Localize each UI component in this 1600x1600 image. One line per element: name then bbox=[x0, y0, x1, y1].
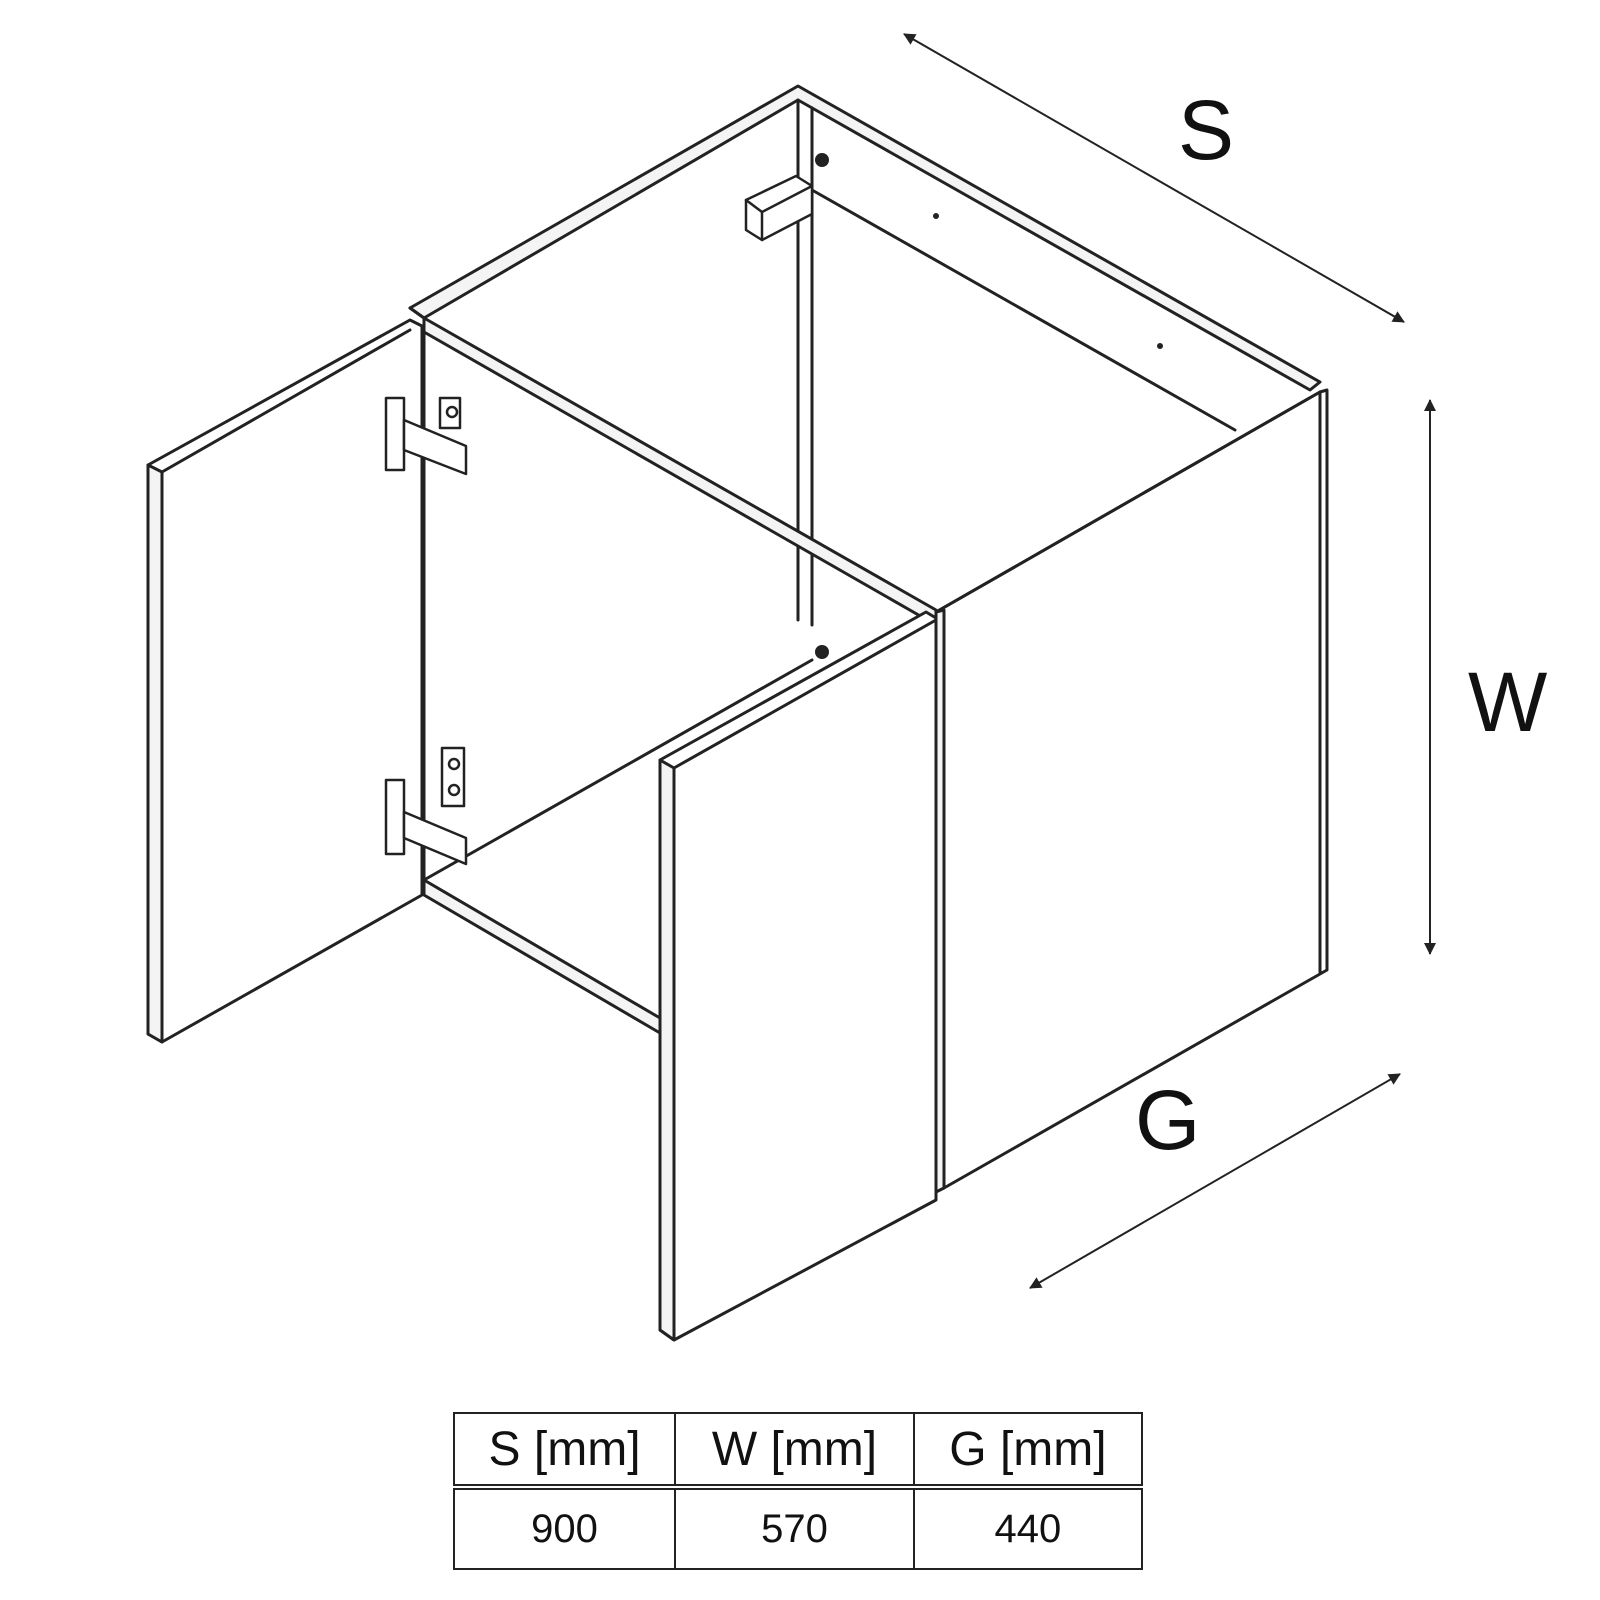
depth-dimension-arrow bbox=[903, 33, 1405, 323]
table-header-g: G [mm] bbox=[912, 1412, 1144, 1490]
table-cell-s: 900 bbox=[452, 1486, 677, 1570]
table-header-s: S [mm] bbox=[452, 1412, 677, 1490]
cabinet-left-door bbox=[146, 318, 424, 1044]
width-label: G bbox=[1135, 1073, 1201, 1167]
cabinet-drawing bbox=[146, 33, 1436, 1342]
cabinet-right-door bbox=[658, 610, 938, 1342]
table-cell-g: 440 bbox=[912, 1486, 1144, 1570]
table-row: 900 570 440 bbox=[452, 1486, 1144, 1570]
upper-hinge bbox=[384, 396, 468, 476]
cabinet-right-side-panel bbox=[934, 388, 1329, 1194]
width-dimension-arrow bbox=[1029, 1073, 1401, 1289]
dimensions-table: S [mm] W [mm] G [mm] 900 570 440 bbox=[452, 1412, 1144, 1570]
wall-mount-bracket bbox=[744, 174, 814, 242]
table-header-row: S [mm] W [mm] G [mm] bbox=[452, 1412, 1144, 1490]
height-label: W bbox=[1468, 655, 1548, 749]
table-cell-w: 570 bbox=[674, 1486, 915, 1570]
table-header-w: W [mm] bbox=[674, 1412, 915, 1490]
lower-hinge bbox=[384, 746, 468, 866]
depth-label: S bbox=[1178, 83, 1235, 177]
